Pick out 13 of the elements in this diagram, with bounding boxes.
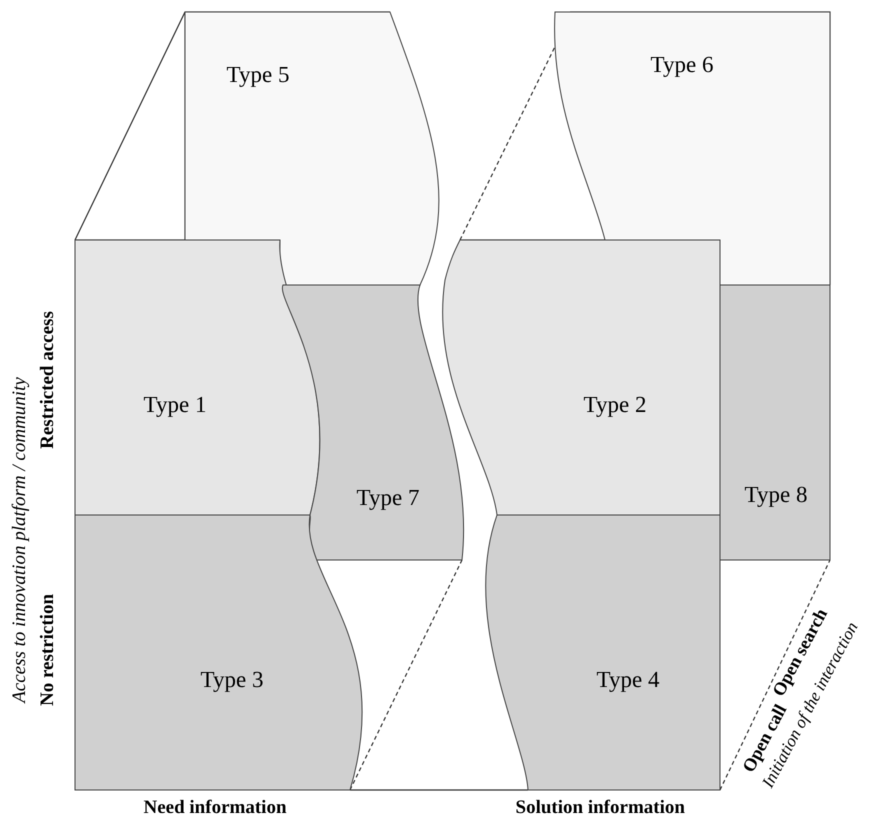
type-label: Type 4 <box>596 667 660 693</box>
type-label: Type 2 <box>584 392 646 418</box>
axis-label: No restriction <box>37 594 60 706</box>
type-label: Type 1 <box>144 392 206 418</box>
type-label: Type 5 <box>226 62 290 88</box>
axis-label: Solution information <box>516 797 685 819</box>
type-label: Type 6 <box>650 52 714 78</box>
type-label: Type 3 <box>200 667 264 693</box>
axis-label: Restricted access <box>36 311 59 449</box>
type-label: Type 7 <box>356 485 420 511</box>
axis-title: Access to innovation platform / community <box>8 377 31 703</box>
type-label: Type 8 <box>744 482 808 508</box>
axis-label: Need information <box>144 797 287 819</box>
